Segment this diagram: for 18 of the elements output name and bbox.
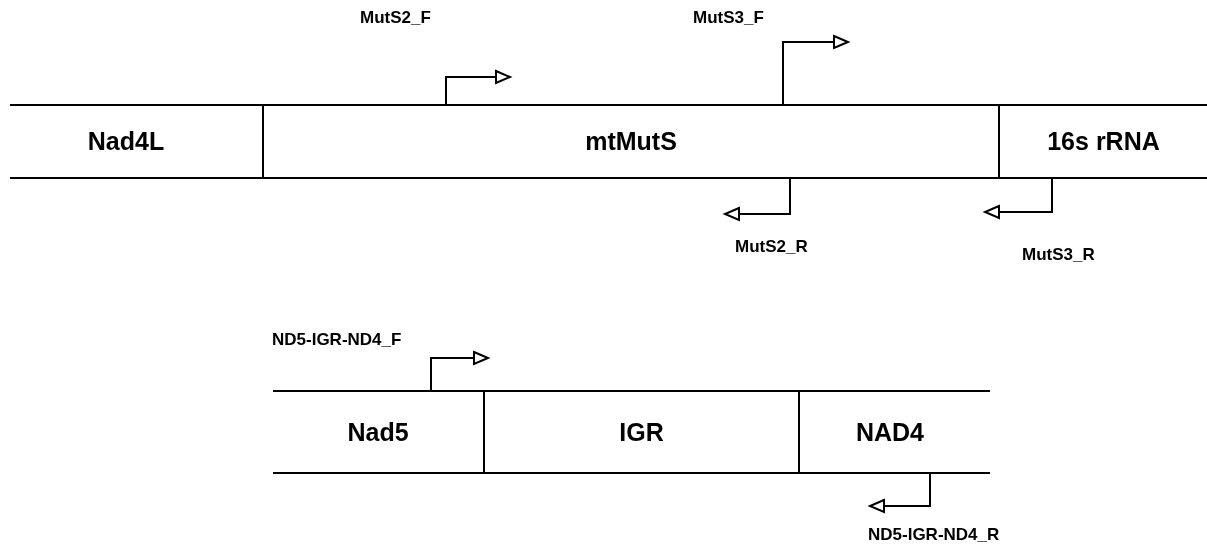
gene-name: NAD4	[855, 417, 925, 447]
gene-segment	[262, 104, 998, 179]
gene-name: mtMutS	[585, 127, 677, 156]
primer-name: MutS3_R	[1022, 245, 1095, 265]
gene-segment	[998, 104, 1207, 179]
primer-name: ND5-IGR-ND4_F	[272, 330, 402, 350]
primer-name: MutS3_F	[693, 8, 764, 28]
gene-name: 16s rRNA	[1047, 127, 1160, 156]
gene-segment	[273, 390, 483, 474]
primer-name: MutS2_F	[360, 8, 431, 28]
gene-name: IGR	[619, 417, 664, 447]
primer-name: MutS2_R	[735, 237, 808, 257]
primer-name: ND5-IGR-ND4_R	[868, 525, 1000, 545]
gene-segment	[10, 104, 262, 179]
gene-name: Nad5	[347, 417, 409, 447]
gene-name: Nad4L	[87, 127, 165, 156]
gene-segment	[798, 390, 990, 474]
gene-segment	[483, 390, 798, 474]
